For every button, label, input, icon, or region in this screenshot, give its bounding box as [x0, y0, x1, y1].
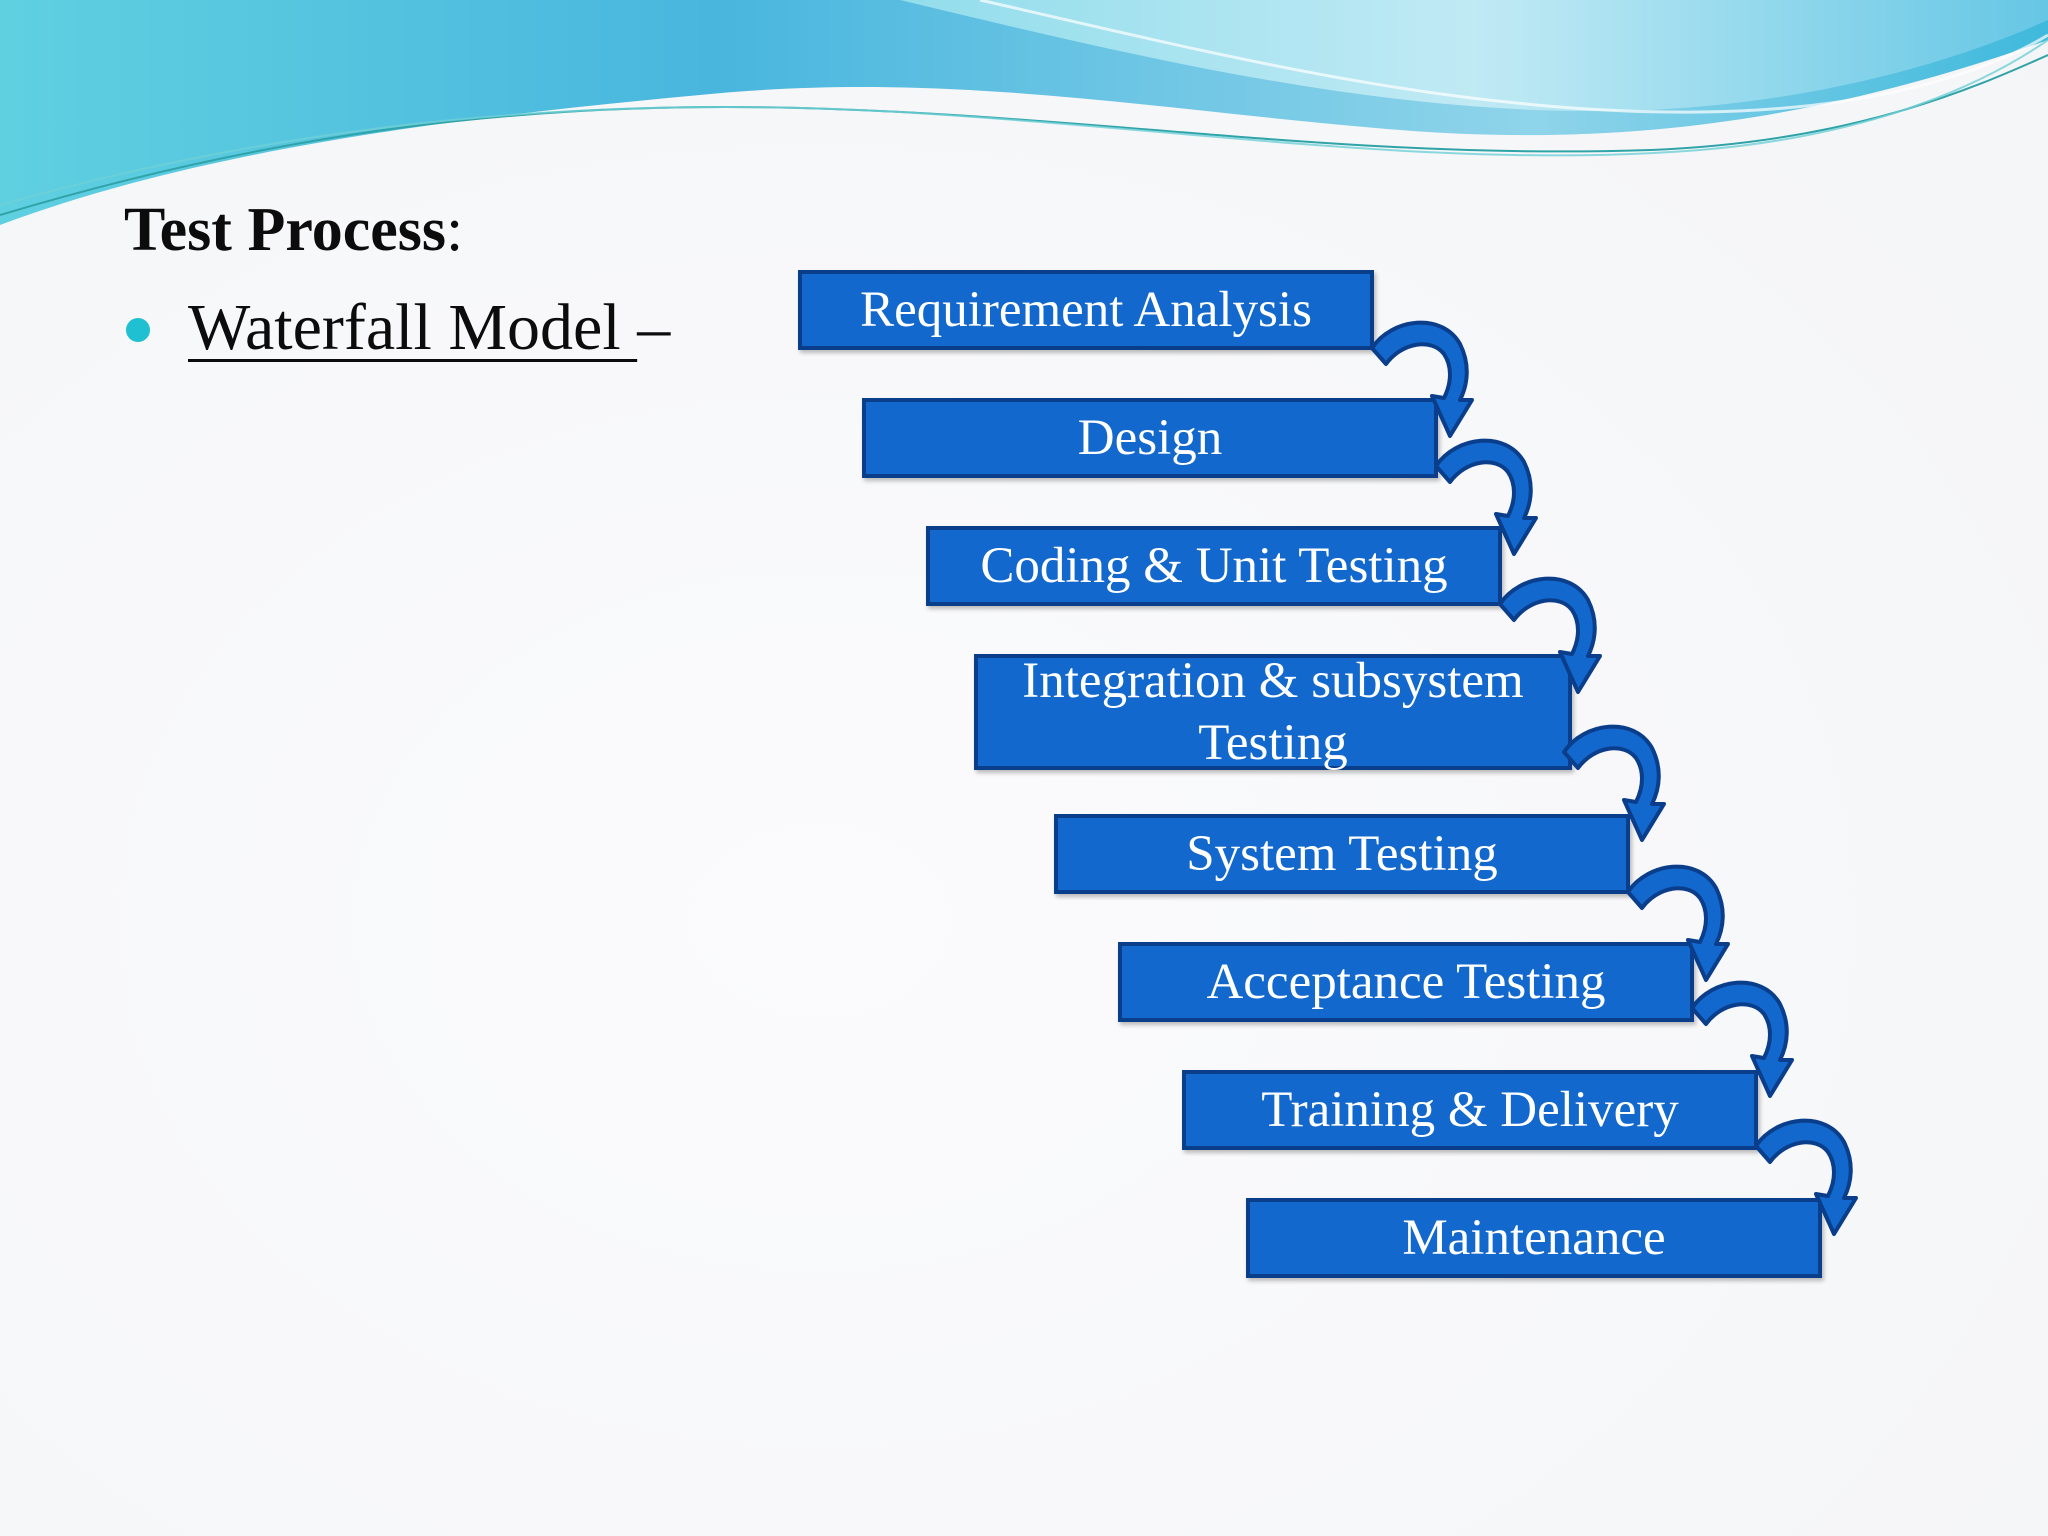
step-label: Coding & Unit Testing [980, 538, 1448, 594]
step-system-testing: System Testing [1054, 814, 1630, 894]
slide-title: Test Process: [124, 190, 463, 270]
title-colon: : [446, 196, 464, 264]
step-label: Maintenance [1402, 1210, 1666, 1266]
step-requirement-analysis: Requirement Analysis [798, 270, 1374, 350]
step-training-delivery: Training & Delivery [1182, 1070, 1758, 1150]
step-label: Integration & subsystem Testing [1022, 653, 1524, 771]
step-label: Acceptance Testing [1206, 954, 1606, 1010]
step-label: Training & Delivery [1261, 1082, 1679, 1138]
bullet-item: Waterfall Model – [126, 288, 670, 368]
bullet-text: Waterfall Model – [188, 290, 670, 366]
bullet-suffix: – [637, 291, 671, 364]
title-text: Test Process [124, 196, 447, 264]
step-design: Design [862, 398, 1438, 478]
step-coding-unit-testing: Coding & Unit Testing [926, 526, 1502, 606]
step-acceptance-testing: Acceptance Testing [1118, 942, 1694, 1022]
step-maintenance: Maintenance [1246, 1198, 1822, 1278]
step-label: System Testing [1186, 826, 1498, 882]
bullet-dot-icon [126, 318, 150, 342]
wave-header-decoration [0, 0, 2048, 225]
step-integration-subsystem-testing: Integration & subsystem Testing [974, 653, 1572, 771]
step-label: Requirement Analysis [860, 282, 1312, 338]
bullet-underlined-text: Waterfall Model [188, 291, 638, 364]
step-label: Design [1077, 410, 1223, 466]
